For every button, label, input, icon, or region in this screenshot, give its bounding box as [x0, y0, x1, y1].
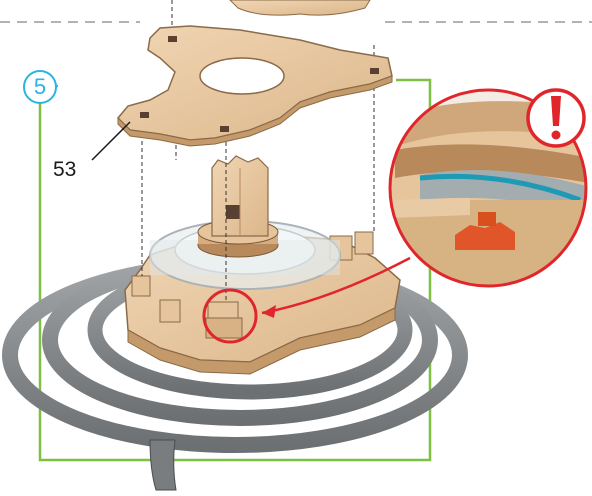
exclamation-icon: [528, 90, 584, 146]
step-number-badge: 5: [23, 70, 57, 104]
part-number-label: 53: [53, 158, 76, 182]
step-number: 5: [34, 74, 46, 100]
top-plate-part-53: [118, 26, 392, 146]
center-hub: [198, 156, 278, 257]
previous-step-part: [172, 0, 370, 30]
part-53-leader-line: [92, 122, 130, 160]
